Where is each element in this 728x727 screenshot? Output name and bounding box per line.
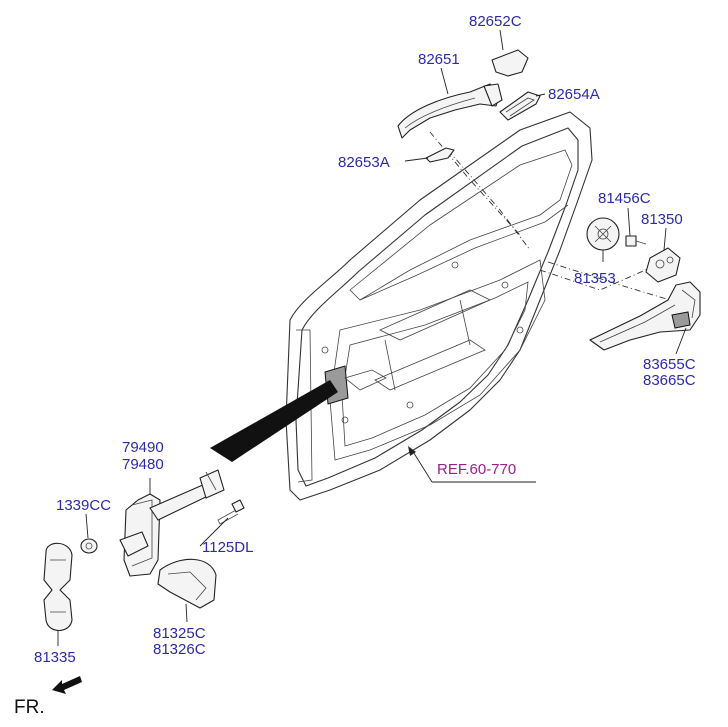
ref-label: REF.60-770 (437, 461, 516, 478)
label-1339cc: 1339CC (56, 497, 111, 514)
nut-1339cc (80, 538, 98, 554)
handle-cap-82652c (491, 49, 529, 77)
striker-81350 (645, 247, 681, 283)
label-83665c: 83665C (643, 372, 696, 389)
front-arrow-icon (52, 676, 82, 694)
leader-lines (57, 29, 687, 646)
door-check-79490 (119, 469, 225, 577)
outside-handle-82651 (397, 83, 503, 139)
check-link-projection (210, 380, 338, 462)
label-79480: 79480 (122, 456, 164, 473)
label-81326c: 81326C (153, 641, 206, 658)
label-82653a: 82653A (338, 154, 390, 171)
screw-81456c (625, 235, 647, 247)
label-1125dl: 1125DL (202, 539, 253, 556)
projection-lines (429, 131, 671, 301)
bolt-1125dl (217, 499, 245, 525)
bumper-81335 (43, 542, 73, 632)
label-81335: 81335 (34, 649, 76, 666)
label-82652c: 82652C (469, 13, 522, 30)
door-panel (285, 111, 593, 501)
label-79490: 79490 (122, 439, 164, 456)
label-81456c: 81456C (598, 190, 651, 207)
label-81325c: 81325C (153, 625, 206, 642)
front-direction-indicator: FR. (14, 676, 82, 718)
fr-label: FR. (14, 697, 45, 718)
cover-81325c (157, 558, 217, 609)
label-82654a: 82654A (548, 86, 600, 103)
gasket-82653a (425, 147, 455, 163)
door-latch-83655c (589, 281, 701, 351)
label-81353: 81353 (574, 270, 616, 287)
label-81350: 81350 (641, 211, 683, 228)
gasket-82654a (499, 91, 541, 121)
label-83655c: 83655C (643, 356, 696, 373)
label-82651: 82651 (418, 51, 460, 68)
